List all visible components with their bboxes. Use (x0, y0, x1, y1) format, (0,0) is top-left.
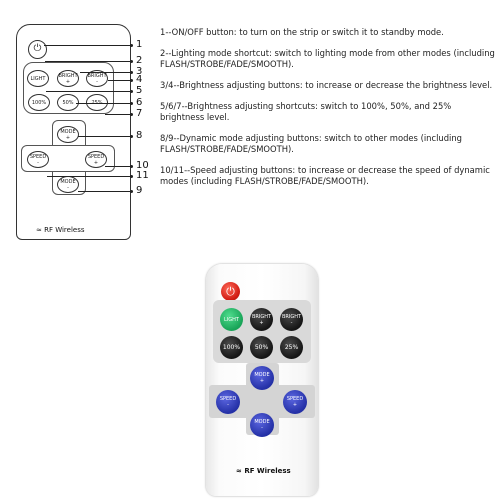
diagram-mode-down-button: MODE- (57, 176, 79, 193)
callout-dot-7 (130, 113, 133, 116)
diagram-light-button: LIGHT (27, 70, 49, 87)
callout-dot-9 (130, 190, 133, 193)
diagram-bright-down-button: BRIGHT- (86, 70, 108, 87)
diagram-100-button: 100% (28, 94, 50, 111)
callout-number-1: 1 (136, 39, 143, 50)
description-light-shortcut: 2--Lighting mode shortcut: switch to lig… (160, 48, 495, 69)
brightness-25-button[interactable]: 25% (280, 336, 303, 359)
callout-line-5 (46, 91, 132, 92)
callout-dot-11 (130, 175, 133, 178)
bright-up-button[interactable]: BRIGHT+ (250, 308, 273, 331)
callout-number-10: 10 (136, 160, 149, 171)
diagram-50-button: 50% (57, 94, 79, 111)
speed-up-button[interactable]: SPEED+ (283, 390, 307, 414)
diagram-bright-up-button: BRIGHT+ (57, 70, 79, 87)
callout-line-2 (45, 61, 132, 62)
callout-line-11 (47, 176, 132, 177)
bright-down-button[interactable]: BRIGHT- (280, 308, 303, 331)
callout-number-4: 4 (136, 74, 143, 85)
brightness-100-button[interactable]: 100% (220, 336, 243, 359)
callout-number-7: 7 (136, 108, 143, 119)
diagram-power-icon: ⏻ (28, 40, 47, 59)
button-descriptions: 1--ON/OFF button: to turn on the strip o… (160, 27, 495, 197)
diagram-wireless-label: ≈ RF Wireless (36, 226, 85, 234)
callout-dot-1 (130, 44, 133, 47)
callout-number-6: 6 (136, 97, 143, 108)
callout-number-3: 3 (136, 66, 143, 77)
wifi-icon: ≈ (236, 467, 242, 475)
callout-number-9: 9 (136, 185, 143, 196)
callout-dot-10 (130, 165, 133, 168)
callout-dot-2 (130, 60, 133, 63)
callout-dot-8 (130, 135, 133, 138)
callout-dot-4 (130, 79, 133, 82)
wifi-icon: ≈ (36, 226, 42, 234)
callout-line-6 (76, 103, 132, 104)
speed-down-button[interactable]: SPEED- (216, 390, 240, 414)
callout-number-11: 11 (136, 170, 149, 181)
description-brightness-shortcuts: 5/6/7--Brightness adjusting shortcuts: s… (160, 101, 452, 122)
callout-line-4 (108, 80, 132, 81)
callout-number-5: 5 (136, 85, 143, 96)
callout-line-8 (78, 136, 132, 137)
callout-line-9 (78, 191, 132, 192)
diagram-speed-up-button: SPEED+ (85, 151, 107, 168)
callout-dot-5 (130, 90, 133, 93)
callout-dot-3 (130, 71, 133, 74)
product-wireless-label: ≈ RF Wireless (236, 467, 291, 475)
callout-line-1 (44, 45, 132, 46)
diagram-25-button: 25% (86, 94, 108, 111)
brightness-50-button[interactable]: 50% (250, 336, 273, 359)
callout-number-2: 2 (136, 55, 143, 66)
description-speed: 10/11--Speed adjusting buttons: to incre… (160, 165, 490, 186)
description-power: 1--ON/OFF button: to turn on the strip o… (160, 27, 444, 37)
mode-up-button[interactable]: MODE+ (250, 366, 274, 390)
diagram-cross-center (53, 146, 83, 169)
callout-line-10 (105, 166, 132, 167)
callout-number-8: 8 (136, 130, 143, 141)
description-mode: 8/9--Dynamic mode adjusting buttons: swi… (160, 133, 462, 154)
diagram-mode-up-button: MODE+ (57, 126, 79, 143)
light-button[interactable]: LIGHT (220, 308, 243, 331)
diagram-speed-down-button: SPEED- (27, 151, 49, 168)
callout-line-3 (80, 72, 132, 73)
callout-line-7 (105, 114, 132, 115)
callout-dot-6 (130, 102, 133, 105)
description-brightness: 3/4--Brightness adjusting buttons: to in… (160, 80, 493, 90)
remote-diagram: ⏻ LIGHT BRIGHT+ BRIGHT- 100% 50% 25% MOD… (0, 0, 160, 250)
mode-down-button[interactable]: MODE- (250, 413, 274, 437)
power-button[interactable]: ⏻ (221, 282, 240, 301)
